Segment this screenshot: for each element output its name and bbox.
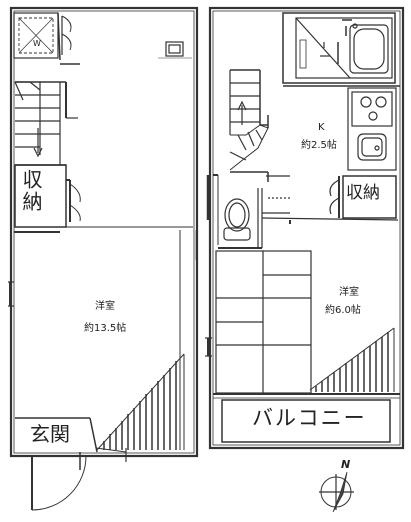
compass-icon — [319, 471, 354, 513]
entrance-area — [15, 417, 127, 462]
bath-unit — [282, 12, 396, 84]
floor2-storage-box — [329, 175, 397, 219]
floor1-sink — [165, 41, 184, 57]
floor1-loft-hatch — [96, 353, 185, 451]
floor2-storage-label: 収納 — [346, 183, 380, 203]
balcony-label: バルコニー — [252, 406, 367, 430]
kitchen-name: K — [318, 122, 325, 133]
floor1-room-name: 洋室 — [95, 301, 115, 312]
kitchen-counter — [347, 87, 397, 171]
tatami-grid — [215, 250, 312, 394]
floor2-loft-hatch — [309, 327, 395, 392]
kitchen-size: 約2.5帖 — [301, 140, 337, 151]
entrance-label: 玄関 — [30, 422, 70, 446]
floor1-storage-label: 収納 — [19, 169, 43, 213]
floor2-staircase — [229, 69, 269, 182]
compass-north-label: N — [341, 458, 351, 471]
floor1-staircase — [14, 81, 67, 166]
toilet-room — [213, 174, 290, 249]
floor2-room-size: 約6.0帖 — [325, 305, 361, 316]
floor2-room-name: 洋室 — [339, 287, 359, 298]
washer-label: W — [33, 39, 41, 48]
floor1-storage-box — [14, 164, 81, 228]
balcony-area — [213, 393, 400, 443]
floor1-room-size: 約13.5帖 — [84, 323, 127, 334]
entrance-door — [31, 452, 87, 511]
floor2-outline — [208, 6, 405, 450]
washer-doors — [57, 12, 72, 61]
washer-space — [13, 12, 59, 59]
